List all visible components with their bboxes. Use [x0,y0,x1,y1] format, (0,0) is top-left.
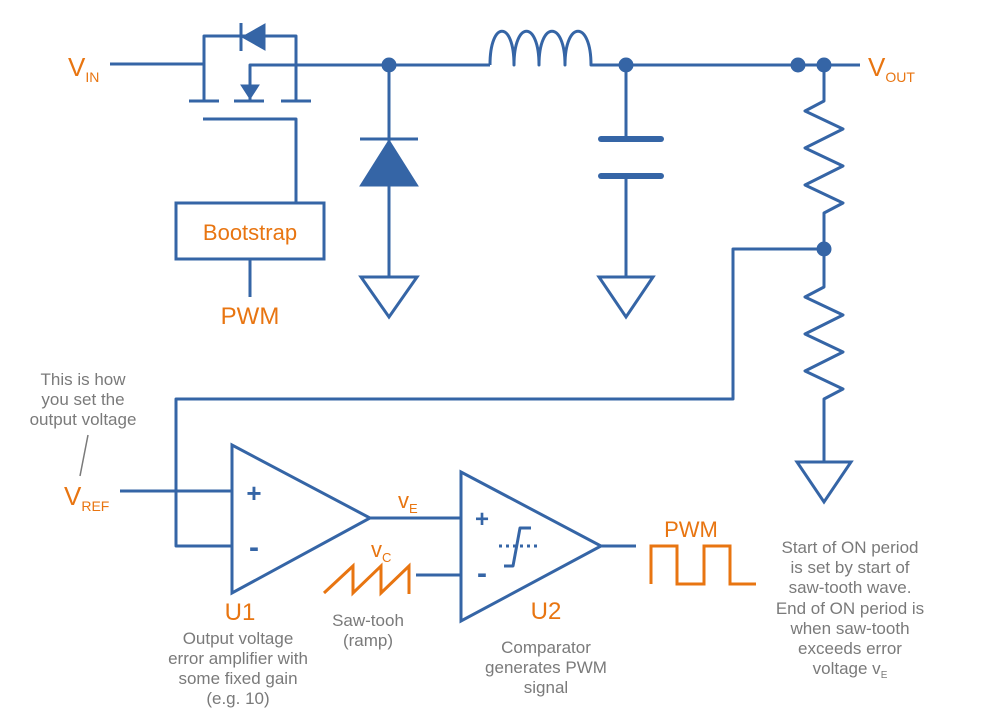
u1-note: Output voltage error amplifier with some… [168,629,308,708]
pwm-note: Start of ON period is set by start of sa… [776,538,924,681]
svg-text:output voltage: output voltage [30,410,137,429]
vc-label: vC [371,537,391,565]
svg-text:saw-tooth wave.: saw-tooth wave. [789,578,912,597]
ground-icon [596,275,656,320]
svg-text:generates PWM: generates PWM [485,658,607,677]
svg-text:error amplifier with: error amplifier with [168,649,308,668]
mosfet-source-lead [248,63,296,101]
u1-minus-sign: - [249,531,259,564]
svg-text:Saw-tooh: Saw-tooh [332,611,404,630]
u2-note: Comparator generates PWM signal [485,638,607,697]
u1-label: U1 [225,599,256,626]
svg-text:signal: signal [524,678,568,697]
svg-text:Start of ON period: Start of ON period [781,538,918,557]
pwm-wave-icon [649,544,756,586]
u1-plus-sign: + [246,478,261,508]
u2-plus-sign: + [475,506,489,533]
svg-text:voltage vE: voltage vE [813,659,888,681]
pwm-output-label: PWM [664,517,718,542]
u2-minus-sign: - [477,557,487,590]
diode-icon [359,139,419,187]
mosfet-switch [189,23,311,203]
sawtooth-wave-icon [322,562,411,597]
resistor-upper-icon [803,65,845,248]
vref-note: This is how you set the output voltage [30,370,137,477]
note-pointer [79,434,89,477]
mosfet-gate [203,117,298,203]
hysteresis-icon [499,526,540,568]
ve-label: vE [398,488,418,516]
u2-label: U2 [531,598,562,625]
error-amplifier-u1 [230,442,374,596]
resistor-lower-icon [803,249,845,462]
feedback-wire [174,247,824,548]
svg-text:This is how: This is how [40,370,126,389]
junction-dot [816,57,832,73]
mosfet-arrow-icon [240,84,260,100]
svg-text:(ramp): (ramp) [343,631,393,650]
output-capacitor [598,65,664,277]
pwm-driver-label: PWM [221,303,280,330]
freewheel-diode [359,65,419,277]
svg-text:Output voltage: Output voltage [183,629,294,648]
svg-text:End of ON period is: End of ON period is [776,599,924,618]
ground-icon [358,275,420,320]
comparator-u2 [459,469,605,624]
svg-text:is set by start of: is set by start of [790,558,909,577]
ground-icon [794,460,854,505]
svg-text:when saw-tooth: when saw-tooth [789,619,909,638]
svg-text:exceeds error: exceeds error [798,639,902,658]
junction-dot [790,57,806,73]
svg-text:some fixed gain: some fixed gain [178,669,297,688]
svg-text:(e.g. 10): (e.g. 10) [206,689,269,708]
vout-label: VOUT [868,52,915,85]
inductor-icon [488,30,640,67]
bootstrap-label: Bootstrap [203,220,297,245]
svg-text:you set the: you set the [41,390,124,409]
vref-label: VREF [64,481,109,514]
vin-label: VIN [68,52,99,85]
svg-text:Comparator: Comparator [501,638,591,657]
sawtooth-note: Saw-tooh (ramp) [332,611,404,650]
body-diode-icon [240,23,266,51]
